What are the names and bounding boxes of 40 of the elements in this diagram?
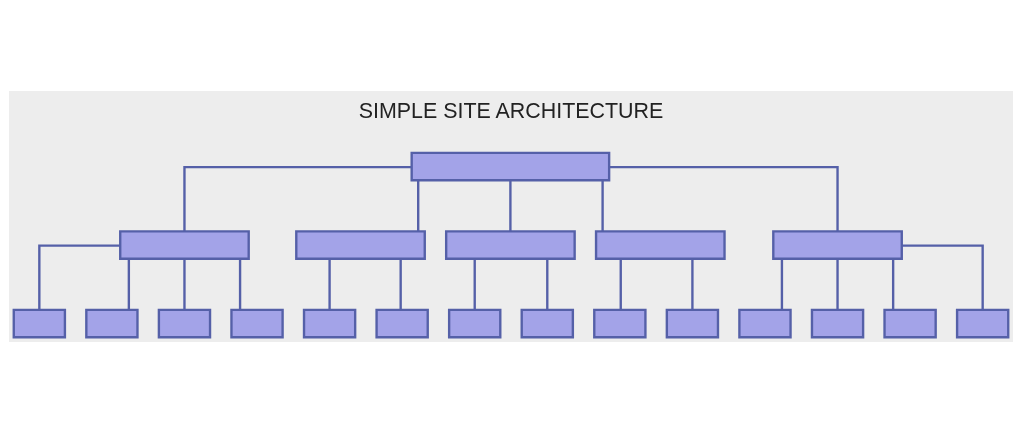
connector: [836, 259, 839, 310]
node-box: [955, 308, 1010, 339]
node-box: [883, 308, 937, 339]
node-box: [295, 230, 426, 260]
connector: [619, 259, 622, 310]
connector: [780, 259, 784, 310]
node-box: [302, 308, 357, 339]
node-box: [230, 308, 284, 339]
node-box: [85, 308, 139, 339]
connector: [38, 244, 120, 310]
connector: [546, 259, 549, 310]
connector: [183, 165, 412, 232]
node-box: [665, 308, 720, 339]
connector: [183, 259, 186, 310]
node-box: [520, 308, 575, 339]
connector: [328, 259, 331, 310]
connector: [601, 180, 604, 232]
diagram-title: SIMPLE SITE ARCHITECTURE: [358, 98, 664, 123]
node-box: [810, 308, 865, 339]
node-box: [445, 230, 576, 260]
node-box: [772, 230, 903, 260]
connector: [902, 244, 984, 310]
node-box: [447, 308, 502, 339]
connector: [609, 165, 839, 232]
node-box: [375, 308, 429, 339]
connector: [399, 259, 402, 310]
connector: [891, 259, 895, 310]
connector: [691, 259, 694, 310]
connector: [509, 180, 512, 232]
connector: [417, 180, 420, 232]
node-box: [12, 308, 67, 339]
node-box: [594, 230, 726, 260]
connector: [473, 259, 476, 310]
node-box: [119, 230, 250, 260]
connector: [127, 259, 131, 310]
node-box: [593, 308, 647, 339]
connector: [238, 259, 242, 310]
node-box: [157, 308, 212, 339]
node-box: [410, 151, 611, 182]
node-box: [738, 308, 792, 339]
